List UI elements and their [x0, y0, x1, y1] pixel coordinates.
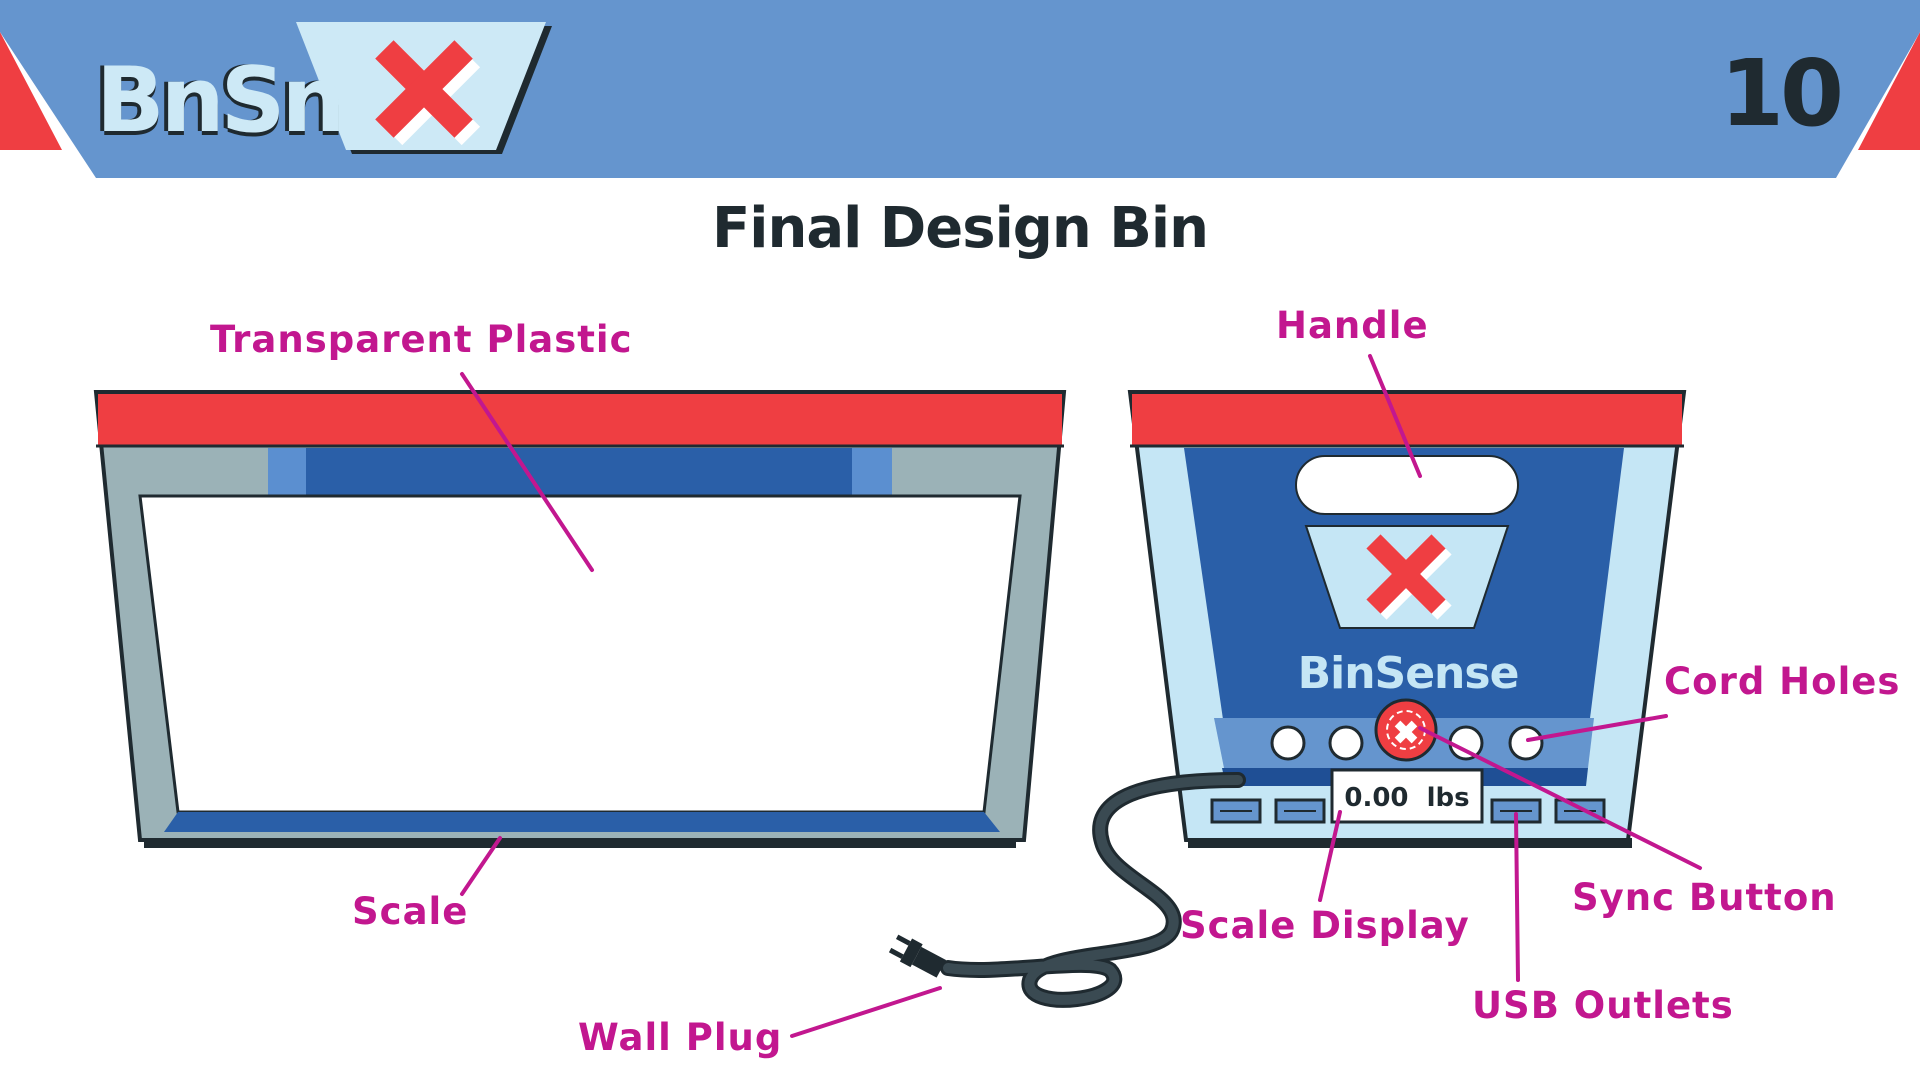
cord-hole-icon [1270, 725, 1306, 761]
label-scale-display: Scale Display [1180, 904, 1470, 947]
bin-side-rim [98, 394, 1062, 446]
scale-base [164, 812, 1000, 832]
cord-hole-icon [1328, 725, 1364, 761]
cord-hole-icon [1448, 725, 1484, 761]
label-wall-plug: Wall Plug [578, 1016, 783, 1059]
label-transparent-plastic: Transparent Plastic [210, 318, 633, 361]
label-handle: Handle [1276, 304, 1429, 347]
leader-scale-display [1318, 810, 1342, 902]
label-cord-holes: Cord Holes [1664, 660, 1901, 703]
power-cord [940, 772, 1246, 1008]
leader-scale [460, 836, 502, 896]
sync-button-icon[interactable] [1374, 698, 1438, 762]
usb-port-icon [1554, 798, 1606, 824]
scale-display [1330, 768, 1484, 824]
leader-cord-holes [1526, 714, 1668, 742]
page-number: 10 [1719, 40, 1844, 147]
scale-display-readout: 0.00 lbs [1344, 783, 1469, 813]
leader-handle [1368, 354, 1422, 478]
leader-sync-button [1418, 726, 1702, 870]
bin-front-view: BinSense 0.00 lbs [1127, 390, 1687, 848]
x-logo-icon [375, 40, 481, 146]
label-sync-button: Sync Button [1572, 876, 1837, 919]
leader-wall-plug [790, 986, 942, 1038]
header-right-red-triangle [1858, 32, 1920, 150]
label-scale: Scale [352, 890, 469, 933]
header-left-red-triangle [0, 32, 62, 150]
x-logo-icon [1366, 534, 1452, 620]
wall-plug-icon [888, 934, 946, 978]
header-banner [0, 0, 1920, 178]
header-logo-text: BnSn [96, 48, 346, 153]
usb-port-icon [1274, 798, 1326, 824]
transparent-plastic-window [138, 494, 1022, 814]
bin-front-brand: BinSense [1298, 648, 1519, 699]
bin-front-rim [1132, 394, 1682, 446]
leader-lines [460, 354, 1702, 1038]
usb-port-icon [1210, 798, 1262, 824]
leader-usb-outlets [1514, 812, 1520, 982]
page-title: Final Design Bin [712, 196, 1209, 261]
bin-side-view [93, 390, 1067, 848]
label-usb-outlets: USB Outlets [1472, 984, 1734, 1027]
bin-side-handle-slot-inner [306, 448, 852, 496]
cord-hole-icon [1508, 725, 1544, 761]
leader-transparent-plastic [460, 372, 594, 572]
bin-front-handle [1295, 455, 1519, 515]
